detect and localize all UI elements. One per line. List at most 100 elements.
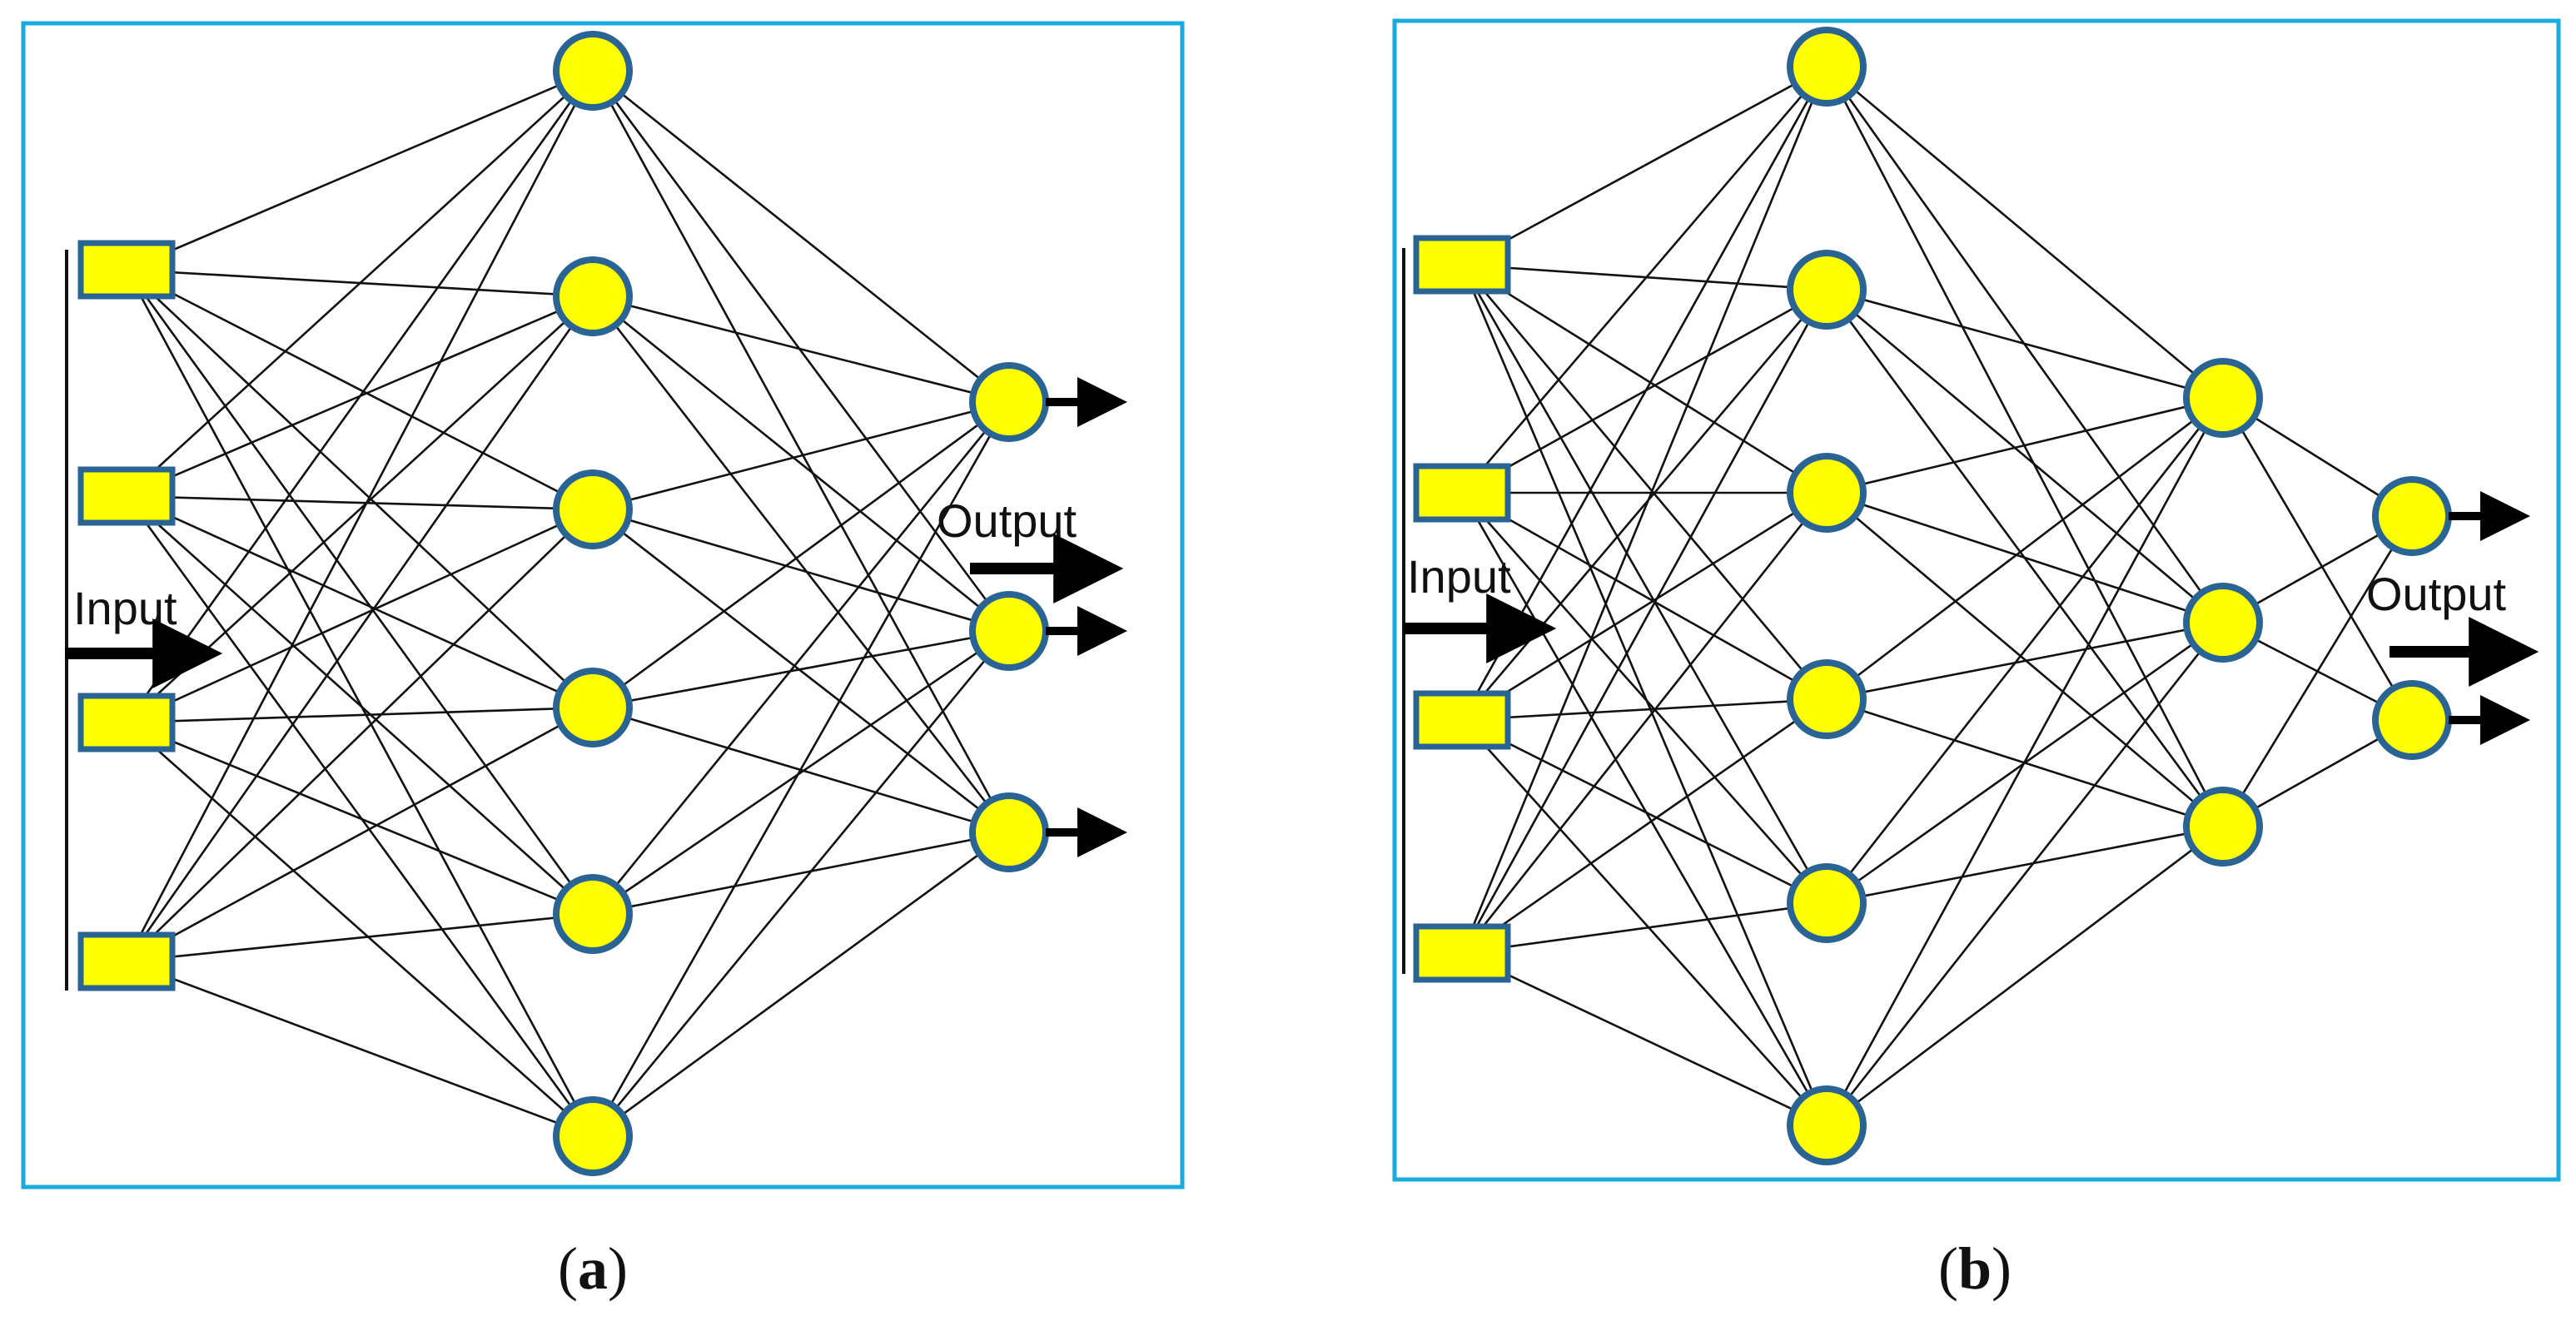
panel-b-hidden-node-l2-2 — [2183, 583, 2263, 663]
panel-a-edge-l0-1-3 — [126, 494, 594, 709]
panel-a-edge-l1-1-2 — [591, 295, 1011, 833]
panel-b-edge-l1-5-0 — [1825, 397, 2225, 1126]
panel-b-edge-l0-1-3 — [1461, 491, 1828, 701]
panel-b-hidden-node-l1-4 — [1787, 659, 1867, 739]
panel-a-edge-l0-2-2 — [126, 508, 594, 724]
panel-b-edge-l0-2-2 — [1461, 491, 1828, 722]
panel-a-edge-l0-0-0 — [126, 69, 594, 271]
panel-b-caption-letter: b — [1958, 1235, 1992, 1302]
panel-b-edge-l0-0-4 — [1460, 264, 1828, 904]
panel-b-edge-l0-2-1 — [1461, 289, 1828, 721]
panel-a-edge-l0-3-0 — [125, 70, 594, 962]
panel-a-edge-l0-2-5 — [126, 722, 594, 1137]
panel-a-output-node-l2-3 — [969, 792, 1049, 872]
panel-a-edge-l1-5-0 — [591, 401, 1011, 1137]
panel-b-hidden-node-l1-6 — [1787, 1085, 1867, 1165]
panel-a-edge-l1-4-2 — [592, 831, 1010, 916]
panel-b-edge-l0-0-0 — [1461, 65, 1828, 266]
panel-a-output-node-l2-2 — [969, 591, 1049, 671]
panel-b-frame — [1392, 18, 2561, 1182]
panel-a: Input Output (a) — [21, 21, 1185, 1302]
panel-b-caption-close: ) — [1992, 1235, 2012, 1302]
panel-b-caption: (b) — [1938, 1235, 2012, 1302]
panel-b-output-node-l3-1 — [2372, 476, 2452, 556]
panel-b-edge-l1-0-0 — [1826, 66, 2224, 399]
panel-b-hidden-node-l2-1 — [2183, 358, 2263, 438]
panel-b-edge-l0-3-1 — [1460, 289, 1828, 954]
panel-a-edge-l0-1-4 — [126, 495, 594, 915]
panel-a-input-node-4 — [77, 931, 176, 991]
panel-a-hidden-node-l1-4 — [553, 668, 633, 747]
panel-b-hidden-node-l1-5 — [1787, 863, 1867, 943]
panel-a-nodes — [77, 31, 1127, 1176]
panel-a-input-node-3 — [77, 693, 176, 752]
panel-b-edge-l0-2-4 — [1461, 718, 1828, 905]
panel-b: Input Output (b) — [1392, 18, 2561, 1302]
panel-a-extras: Input Output — [65, 250, 1124, 991]
panel-b-edge-l1-1-1 — [1826, 289, 2224, 623]
panel-a-edge-l1-0-0 — [592, 69, 1010, 404]
panel-b-edge-l0-0-2 — [1461, 263, 1828, 494]
panel-b-nodes — [1413, 27, 2530, 1165]
panel-a-input-node-2 — [77, 466, 176, 526]
panel-a-edge-l0-1-2 — [126, 494, 594, 511]
panel-b-input-node-4 — [1413, 923, 1511, 983]
panel-b-hidden-node-l1-2 — [1787, 250, 1867, 330]
panel-b-edge-l1-3-1 — [1826, 621, 2224, 701]
panel-b-input-node-3 — [1413, 690, 1511, 750]
panel-a-edge-l1-3-0 — [592, 400, 1010, 709]
panel-a-edge-l1-0-2 — [591, 70, 1011, 833]
panel-a-edge-l1-1-0 — [592, 295, 1010, 404]
panel-b-edge-l0-1-0 — [1461, 66, 1828, 494]
panel-a-edge-l1-3-1 — [592, 629, 1010, 709]
panel-a-caption-close: ) — [608, 1235, 628, 1302]
panel-a-edge-l0-3-1 — [125, 295, 594, 962]
panel-a-edge-l1-0-1 — [591, 70, 1011, 632]
panel-b-edge-l1-4-2 — [1826, 825, 2224, 905]
panel-a-edge-l1-2-2 — [592, 508, 1010, 834]
panel-b-edge-l0-1-4 — [1461, 492, 1828, 904]
panel-b-edge-l0-0-3 — [1461, 264, 1828, 700]
panel-a-input-node-1 — [77, 240, 176, 300]
panel-b-edge-l1-5-2 — [1826, 825, 2224, 1127]
panel-a-edge-l0-1-5 — [125, 495, 594, 1137]
panel-b-input-label: Input — [1407, 550, 1511, 603]
panel-a-hidden-node-l1-6 — [553, 1096, 633, 1176]
panel-b-edge-l0-3-3 — [1461, 698, 1828, 955]
panel-b-hidden-node-l2-3 — [2183, 787, 2263, 867]
panel-a-edge-l0-0-3 — [126, 269, 594, 708]
panel-b-edge-l0-2-3 — [1461, 698, 1828, 722]
panel-a-edge-l0-0-5 — [125, 269, 594, 1137]
panel-a-edge-l0-0-2 — [126, 268, 594, 511]
panel-a-edge-l0-3-3 — [126, 706, 594, 963]
panel-b-hidden-node-l1-3 — [1787, 453, 1867, 533]
panel-a-edge-l1-5-1 — [591, 630, 1011, 1137]
panel-b-edge-l1-3-0 — [1826, 396, 2224, 701]
panel-b-extras: Input Output — [1402, 248, 2539, 974]
panel-b-caption-open: ( — [1938, 1235, 1958, 1302]
panel-a-frame — [21, 21, 1185, 1189]
panel-a-output-node-l2-1 — [969, 362, 1049, 442]
panel-b-edge-l1-2-1 — [1826, 491, 2224, 624]
panel-a-edge-l0-2-3 — [126, 706, 594, 724]
panel-a-edge-l1-4-0 — [591, 401, 1011, 915]
panel-b-input-node-1 — [1413, 235, 1511, 295]
panel-a-hidden-node-l1-5 — [553, 874, 633, 954]
panel-b-input-node-2 — [1413, 463, 1511, 523]
panel-a-edges — [125, 69, 1011, 1138]
panel-a-caption: (a) — [558, 1235, 628, 1302]
panel-b-edge-l1-2-2 — [1826, 492, 2224, 827]
panel-a-edge-l0-3-4 — [126, 912, 594, 963]
panel-a-edge-l1-4-1 — [592, 629, 1010, 916]
panel-a-output-label: Output — [937, 494, 1077, 547]
panel-a-edge-l0-2-4 — [126, 721, 594, 916]
panel-a-hidden-node-l1-2 — [553, 256, 633, 336]
panel-b-edge-l2-2-0 — [2221, 515, 2414, 827]
panel-a-edge-l1-2-0 — [592, 400, 1010, 511]
panel-b-edges — [1460, 65, 2414, 1127]
panel-b-edge-l1-5-1 — [1825, 622, 2225, 1126]
panel-a-edge-l1-2-1 — [592, 508, 1010, 633]
panel-b-edge-l1-4-0 — [1825, 397, 2225, 904]
panel-b-edge-l1-0-2 — [1825, 66, 2225, 827]
